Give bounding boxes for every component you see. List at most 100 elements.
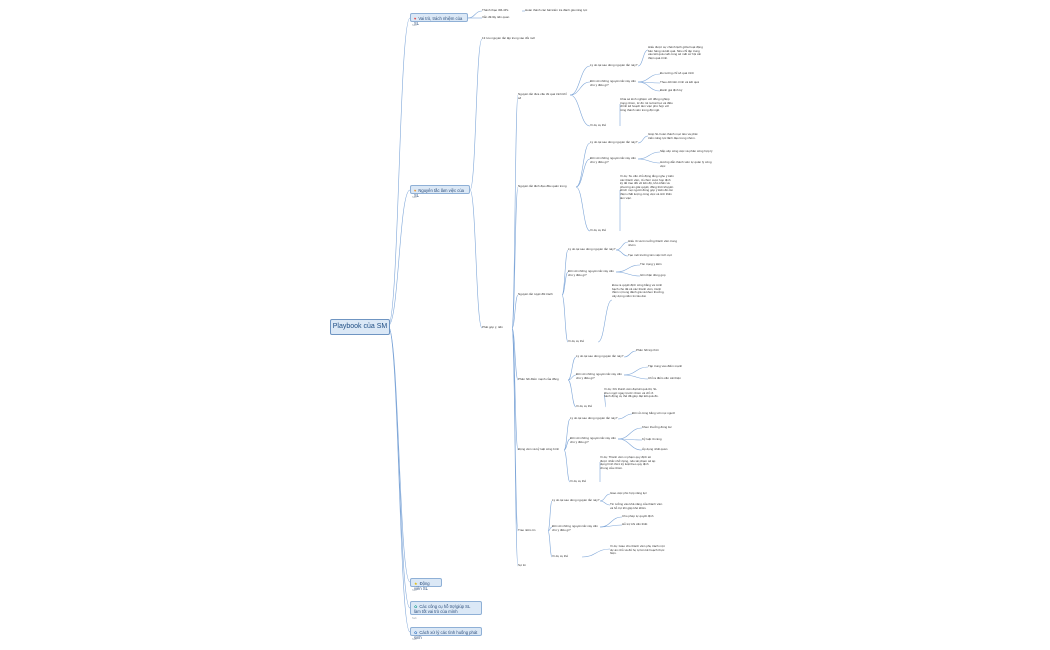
example-leaf[interactable]: Ví dụ cụ thể xyxy=(590,228,607,232)
detail-leaf[interactable]: Đưa ra quyết định công bằng và minh bạch… xyxy=(612,283,665,298)
question-leaf[interactable]: Đối với những nguyên tắc này cần chú ý đ… xyxy=(590,156,636,164)
group-label[interactable]: Phản hồi điểm mạnh của đồng xyxy=(518,377,559,381)
vai-tro-subitem[interactable]: Hoàn thành các bài kiểm tra đánh giá năn… xyxy=(525,8,588,12)
detail-leaf[interactable]: Ví dụ: SL cần chủ động lắng nghe ý kiến … xyxy=(620,174,674,200)
topic-cach-xu-ly-label: Cách xử lý các tình huống phát sinh xyxy=(414,629,478,640)
group-label[interactable]: Nguyên tắc tuyệt đối trách xyxy=(518,292,553,296)
detail-leaf[interactable]: Áp dụng nhất quán xyxy=(642,447,668,451)
vai-tro-item[interactable]: Vẫn đề lấy tiến quan xyxy=(482,15,510,19)
question-leaf[interactable]: Đối với những nguyên tắc này cần chú ý đ… xyxy=(568,269,614,277)
group-label[interactable]: Động viên và kỷ luật công bình xyxy=(518,447,560,451)
connector-line xyxy=(623,350,637,358)
connector-line xyxy=(567,374,577,381)
connector-line xyxy=(569,94,591,127)
connector-line xyxy=(567,379,577,408)
detail-leaf[interactable]: Theo dõi tiến trình và kết quả xyxy=(660,80,699,84)
question-leaf[interactable]: Đối với những nguyên tắc này cần chú ý đ… xyxy=(570,436,616,444)
vai-tro-item[interactable]: Thành thạo 3M-4Ps xyxy=(482,8,509,12)
detail-leaf[interactable]: Đối xử công bằng với mọi người xyxy=(632,411,676,415)
question-leaf[interactable]: Lý do tại sao dùng nguyên tắc này? xyxy=(590,140,638,144)
detail-leaf[interactable]: Hỗ trợ khi cần thiết xyxy=(622,522,648,526)
connector-line xyxy=(637,135,649,144)
topic-dong-vien[interactable]: ★Động viên SL xyxy=(410,578,442,591)
detail-leaf[interactable]: Đo lường chỉ số quá trình xyxy=(660,71,694,75)
detail-leaf[interactable]: Khen thưởng đúng lúc xyxy=(642,425,672,429)
example-leaf[interactable]: Ví dụ cụ thể xyxy=(576,404,593,408)
topic-vai-tro[interactable]: ♥Vai trò, trách nhiệm của SL xyxy=(410,13,468,26)
detail-leaf[interactable]: Cho phép tự quyết định xyxy=(622,514,654,518)
detail-leaf[interactable]: Tin tưởng vào khả năng của thành viên và… xyxy=(610,502,663,510)
example-leaf[interactable]: Ví dụ cụ thể xyxy=(570,479,587,483)
detail-leaf[interactable]: Ví dụ: Giao cho thành viên phụ trách một… xyxy=(610,544,665,556)
heart-icon: ♥ xyxy=(414,187,417,193)
detail-leaf[interactable]: Ví dụ: Khi thành viên đạt kết quả tốt, S… xyxy=(604,387,659,399)
example-leaf[interactable]: Ví dụ cụ thể xyxy=(552,554,569,558)
connector-line xyxy=(387,325,411,583)
detail-leaf[interactable]: Ví dụ: Thành viên vi phạm quy định sẽ đư… xyxy=(600,455,656,470)
topic-nguyen-tac[interactable]: ♥Nguyên tắc làm việc của SL xyxy=(410,185,470,198)
gear-icon: ✿ xyxy=(414,603,418,609)
topic-cong-cu[interactable]: ✿Các công cụ hỗ trợ/giúp SL làm tốt vai … xyxy=(410,601,482,615)
detail-leaf[interactable]: Hiểu được sự chênh lệch giữa hoạt động b… xyxy=(648,45,703,60)
connector-line xyxy=(567,356,577,381)
detail-leaf[interactable]: Hiểu rõ và tin tưởng thành viên trong nh… xyxy=(628,239,678,247)
phat-gop-branch[interactable]: Phát góp ý, tiến xyxy=(482,325,503,329)
topic-cong-cu-label: Các công cụ hỗ trợ/giúp SL làm tốt vai t… xyxy=(414,603,471,614)
connector-line xyxy=(603,393,607,408)
example-leaf[interactable]: Ví dụ cụ thể xyxy=(590,123,607,127)
topic-cach-xu-ly[interactable]: ✿Cách xử lý các tình huống phát sinh xyxy=(410,627,482,640)
detail-leaf[interactable]: Chỉ ra điểm cần cải thiện xyxy=(648,376,682,380)
sub-label: Sub xyxy=(412,638,417,641)
group-label[interactable]: Trao niềm tin xyxy=(518,528,536,532)
connector-line xyxy=(561,294,569,343)
topic-dong-vien-label: Động viên SL xyxy=(414,580,430,591)
question-leaf[interactable]: Lý do tại sao dùng nguyên tắc này? xyxy=(576,354,624,358)
connector-line xyxy=(561,271,569,296)
connector-line xyxy=(547,500,553,532)
question-leaf[interactable]: Lý do tại sao dùng nguyên tắc này? xyxy=(570,416,618,420)
connector-line xyxy=(637,158,661,164)
root-node[interactable]: Playbook của SM xyxy=(330,319,390,335)
question-leaf[interactable]: Lý do tại sao dùng nguyên tắc này? xyxy=(568,247,616,251)
topic-nguyen-tac-label: Nguyên tắc làm việc của SL xyxy=(414,187,464,198)
nguyen-tac-intro[interactable]: 13 lưu nguyên tắc lập trung vào đỏi mới xyxy=(482,36,536,40)
connector-line xyxy=(615,249,629,257)
detail-leaf[interactable]: Tạo môi trường làm việc tích cực xyxy=(628,253,673,257)
group-label[interactable]: Nguyên tắc đưa cấu tốt quá trình/chỉ số xyxy=(518,92,567,100)
connector-line xyxy=(599,524,623,528)
group-label[interactable]: Sự tin xyxy=(518,563,527,567)
connector-line xyxy=(387,17,411,327)
detail-leaf[interactable]: Sắp xếp công việc và phân công hợp lý xyxy=(660,149,713,153)
detail-leaf[interactable]: Phản hồi kịp thời xyxy=(636,348,659,352)
question-leaf[interactable]: Lý do tại sao dùng nguyên tắc này? xyxy=(590,63,638,67)
detail-leaf[interactable]: Đánh giá định kỳ xyxy=(660,88,683,92)
connector-line xyxy=(469,38,483,191)
sub-label: Sub xyxy=(412,617,417,620)
detail-leaf[interactable]: Ghi nhận đóng góp xyxy=(640,273,666,277)
gear-icon: ✿ xyxy=(414,629,418,635)
connector-line xyxy=(547,526,553,532)
detail-leaf[interactable]: Chia sẻ kinh nghiệm với đồng nghiệp tron… xyxy=(620,97,673,112)
connector-line xyxy=(581,548,611,558)
detail-leaf[interactable]: Hướng dẫn thành viên tự quản lý công việ… xyxy=(660,160,712,168)
connector-line xyxy=(511,327,519,567)
detail-leaf[interactable]: Kỷ luật rõ ràng xyxy=(642,437,662,441)
question-leaf[interactable]: Lý do tại sao dùng nguyên tắc này? xyxy=(552,498,600,502)
connector-line xyxy=(597,299,613,343)
example-leaf[interactable]: Ví dụ cụ thể xyxy=(568,339,585,343)
detail-leaf[interactable]: Tôn trọng ý kiến xyxy=(640,262,662,266)
connector-line xyxy=(623,366,649,376)
connector-line xyxy=(575,142,591,188)
group-label[interactable]: Nguyên tắc lãnh đạo đầu quản trong xyxy=(518,184,567,188)
detail-leaf[interactable]: Tập trung vào điểm mạnh xyxy=(648,364,683,368)
connector-line xyxy=(563,438,571,451)
question-leaf[interactable]: Đối với những nguyên tắc này cần chú ý đ… xyxy=(552,524,598,532)
heart-icon: ♥ xyxy=(414,15,417,21)
question-leaf[interactable]: Đối với những nguyên tắc này cần chú ý đ… xyxy=(576,372,622,380)
connector-line xyxy=(637,81,661,92)
detail-leaf[interactable]: Giao việc phù hợp năng lực xyxy=(610,491,647,495)
question-leaf[interactable]: Đối với những nguyên tắc này cần chú ý đ… xyxy=(590,79,636,87)
connector-line xyxy=(387,325,411,633)
detail-leaf[interactable]: Giúp SL hoàn thành mục tiêu và phát triể… xyxy=(648,132,698,140)
